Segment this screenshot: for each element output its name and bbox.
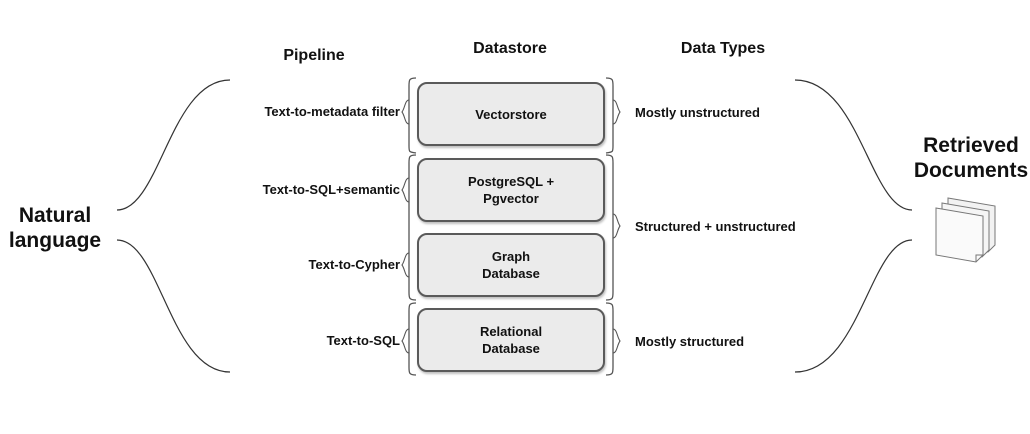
datatype-right-bracket-top xyxy=(605,77,614,154)
curve-from-bottom xyxy=(794,239,913,373)
datastore-left-bracket-top xyxy=(408,77,417,154)
datastore-left-bracket-middle xyxy=(408,154,417,301)
datastore-graph-line2: Database xyxy=(482,266,540,281)
datatype-mostly-unstructured: Mostly unstructured xyxy=(635,105,760,120)
pipeline-brace-3 xyxy=(401,252,410,278)
datastore-header: Datastore xyxy=(473,40,547,57)
pipeline-brace-2 xyxy=(401,177,410,203)
datatype-brace-1 xyxy=(612,99,621,125)
pipeline-brace-1 xyxy=(401,99,410,125)
natural-language-line1: Natural xyxy=(18,204,92,227)
datatype-brace-2 xyxy=(612,213,621,239)
retrieved-documents-line1: Retrieved xyxy=(923,134,1019,157)
datastore-graph-line1: Graph xyxy=(491,249,531,264)
pipeline-label-sql: Text-to-SQL xyxy=(326,333,400,348)
retrieved-documents-label: Retrieved Documents xyxy=(912,133,1030,183)
datastore-postgresql-line2: Pgvector xyxy=(483,191,539,206)
datastore-postgresql-pgvector: PostgreSQL + Pgvector xyxy=(417,158,605,222)
datatype-right-bracket-bottom xyxy=(605,302,614,376)
datastore-graph-database: Graph Database xyxy=(417,233,605,297)
pipeline-label-metadata-filter: Text-to-metadata filter xyxy=(264,104,400,119)
datastore-relational-database: Relational Database xyxy=(417,308,605,372)
curve-to-top xyxy=(116,79,231,211)
documents-stack-icon xyxy=(935,197,996,263)
curve-to-bottom xyxy=(116,239,231,373)
pipeline-label-sql-semantic: Text-to-SQL+semantic xyxy=(262,182,400,197)
natural-language-label: Natural language xyxy=(0,203,110,253)
curve-from-top xyxy=(794,79,913,211)
datastore-vectorstore-label: Vectorstore xyxy=(475,106,547,122)
datatype-mostly-structured: Mostly structured xyxy=(635,334,745,349)
datatype-right-bracket-middle xyxy=(605,154,614,301)
datastore-vectorstore: Vectorstore xyxy=(417,82,605,146)
data-types-header: Data Types xyxy=(680,40,766,57)
datatype-structured-unstructured: Structured + unstructured xyxy=(635,219,796,234)
datastore-relational-line2: Database xyxy=(482,341,540,356)
datastore-relational-line1: Relational xyxy=(479,324,543,339)
datastore-postgresql-line1: PostgreSQL + xyxy=(467,174,555,189)
pipeline-label-cypher: Text-to-Cypher xyxy=(308,257,400,272)
datatype-brace-3 xyxy=(612,328,621,354)
datastore-left-bracket-bottom xyxy=(408,302,417,376)
pipeline-header: Pipeline xyxy=(283,47,345,64)
natural-language-line2: language xyxy=(8,229,102,252)
retrieved-documents-line2: Documents xyxy=(913,159,1029,182)
pipeline-brace-4 xyxy=(401,328,410,354)
